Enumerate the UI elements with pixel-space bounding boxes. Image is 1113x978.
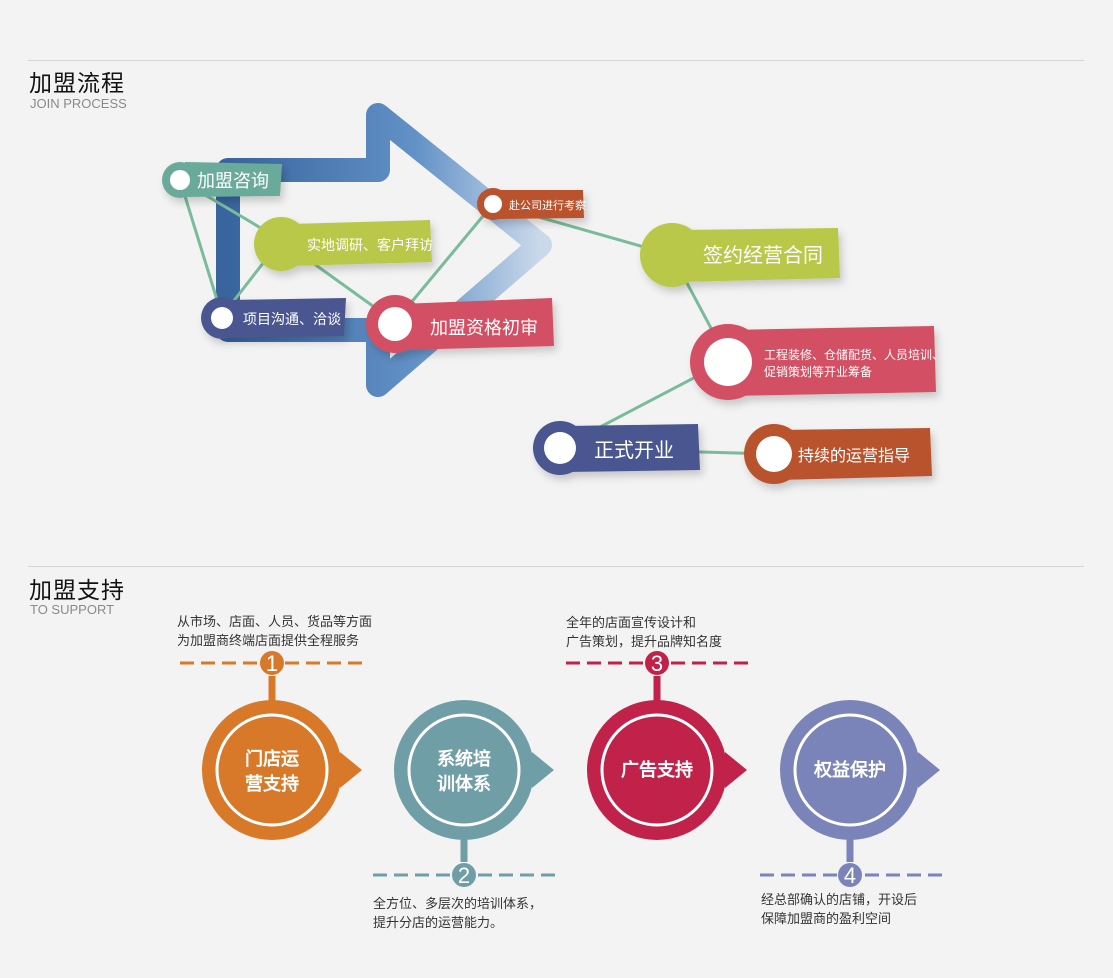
step-consult	[162, 162, 282, 198]
step-prep-line2: 促销策划等开业筹备	[764, 365, 872, 379]
support-3-desc-line2: 广告策划，提升品牌知名度	[566, 634, 722, 650]
support-2-label-line2: 训体系	[437, 773, 491, 795]
support-1-number: 1	[266, 651, 278, 676]
support-4-number: 4	[844, 863, 856, 888]
support-3-label-line1: 广告支持	[621, 759, 693, 781]
step-contract	[640, 223, 840, 287]
support-4-desc-line2: 保障加盟商的盈利空间	[761, 911, 891, 927]
support-2-label-line1: 系统培	[437, 748, 491, 770]
step-open	[533, 421, 700, 475]
step-guidance-label: 持续的运营指导	[798, 446, 910, 465]
support-2-desc-line2: 提升分店的运营能力。	[373, 915, 503, 931]
support-2-number: 2	[458, 863, 470, 888]
support-1-desc-line1: 从市场、店面、人员、货品等方面	[177, 614, 372, 630]
support-item-1: 从市场、店面、人员、货品等方面 为加盟商终端店面提供全程服务 1 门店运 营支持	[177, 614, 372, 840]
support-2-desc-line1: 全方位、多层次的培训体系，	[373, 896, 542, 912]
step-prep-line1: 工程装修、仓储配货、人员培训、	[764, 347, 944, 362]
support-4-label-line1: 权益保护	[813, 759, 886, 781]
process-title: 加盟流程	[29, 71, 125, 97]
support-3-number: 3	[651, 651, 663, 676]
support-item-3: 全年的店面宣传设计和 广告策划，提升品牌知名度 3 广告支持	[566, 615, 750, 840]
support-3-desc-line1: 全年的店面宣传设计和	[566, 615, 696, 631]
process-subtitle: JOIN PROCESS	[30, 96, 127, 111]
support-1-label-line2: 营支持	[245, 773, 299, 795]
step-guidance	[744, 424, 932, 484]
step-research	[254, 217, 432, 271]
step-contract-label: 签约经营合同	[703, 243, 823, 267]
support-4-desc-line1: 经总部确认的店铺，开设后	[761, 892, 917, 908]
support-item-2: 系统培 训体系 2 全方位、多层次的培训体系， 提升分店的运营能力。	[373, 700, 556, 931]
step-communicate-label: 项目沟通、洽谈	[243, 312, 341, 328]
step-prep	[690, 324, 936, 400]
step-visit	[477, 188, 584, 220]
support-subtitle: TO SUPPORT	[30, 602, 115, 617]
step-consult-label: 加盟咨询	[197, 171, 269, 192]
support-title: 加盟支持	[29, 578, 125, 604]
step-open-label: 正式开业	[594, 438, 674, 462]
support-item-4: 权益保护 4 经总部确认的店铺，开设后 保障加盟商的盈利空间	[760, 700, 944, 927]
step-review-label: 加盟资格初审	[430, 318, 538, 339]
step-research-label: 实地调研、客户拜访	[307, 237, 433, 254]
step-review	[366, 295, 554, 353]
support-rule	[28, 566, 1084, 567]
process-rule	[28, 60, 1084, 61]
support-1-label-line1: 门店运	[245, 748, 299, 770]
step-communicate	[201, 297, 346, 339]
support-1-desc-line2: 为加盟商终端店面提供全程服务	[177, 633, 359, 649]
step-visit-label: 赴公司进行考察	[509, 198, 586, 212]
